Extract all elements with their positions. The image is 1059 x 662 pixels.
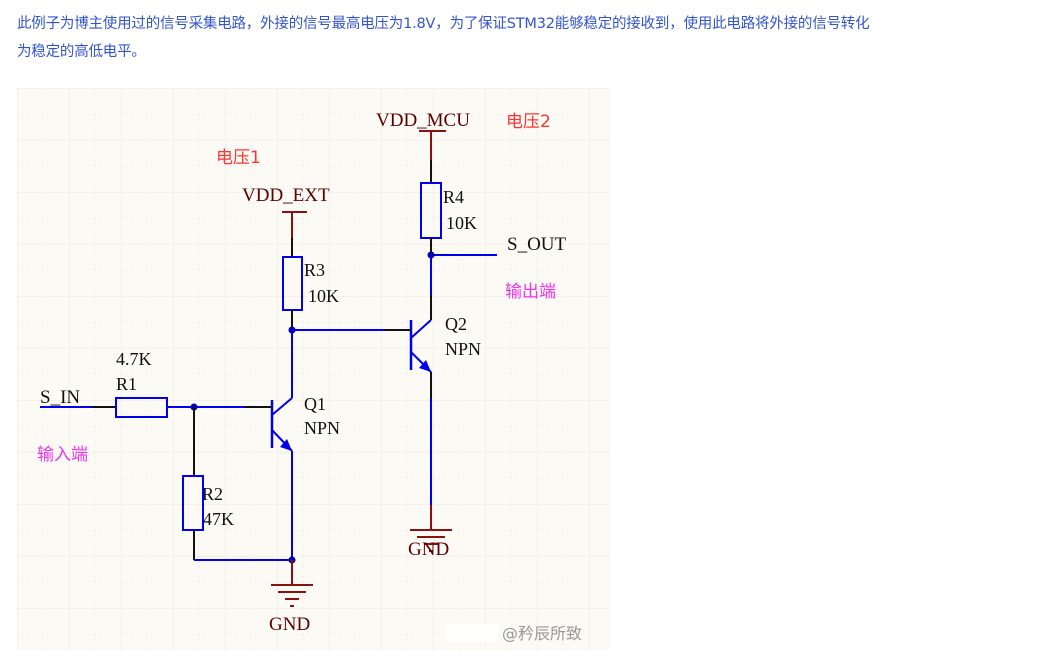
q1-ref: Q1 xyxy=(304,394,326,414)
transistor-q2 xyxy=(409,319,432,373)
r1-value: 4.7K xyxy=(116,349,152,369)
q2-type: NPN xyxy=(445,339,481,359)
r3-value: 10K xyxy=(308,286,339,306)
watermark: @矜辰所致 xyxy=(502,624,582,643)
ground-symbol-q2 xyxy=(410,505,452,552)
r3-ref: R3 xyxy=(304,260,325,280)
q1-type: NPN xyxy=(304,418,340,438)
voltage2-annotation: 电压2 xyxy=(506,112,551,132)
watermark-blur xyxy=(446,624,498,642)
r2-ref: R2 xyxy=(202,484,223,504)
s-out-label: S_OUT xyxy=(507,234,567,255)
r4-ref: R4 xyxy=(443,187,464,207)
s-in-label: S_IN xyxy=(40,387,80,408)
description-line-1: 此例子为博主使用过的信号采集电路，外接的信号最高电压为1.8V，为了保证STM3… xyxy=(17,16,870,32)
vdd-mcu-power-port xyxy=(419,130,446,183)
vdd-ext-label: VDD_EXT xyxy=(242,185,330,206)
gnd-label-2: GND xyxy=(408,539,449,560)
grid-background xyxy=(17,88,610,650)
input-annotation: 输入端 xyxy=(37,445,88,465)
q2-ref: Q2 xyxy=(445,314,467,334)
r2-value: 47K xyxy=(203,509,234,529)
gnd-label-1: GND xyxy=(269,614,310,635)
vdd-ext-power-port xyxy=(282,211,307,257)
output-annotation: 输出端 xyxy=(505,282,556,302)
vdd-mcu-label: VDD_MCU xyxy=(376,110,470,131)
ground-symbol-q1 xyxy=(271,560,313,607)
description-line-2: 为稳定的高低电平。 xyxy=(17,44,146,60)
circuit-schematic: VDD_MCU 电压2 电压1 VDD_EXT R4 10K S_OUT 输出端… xyxy=(17,88,610,650)
voltage1-annotation: 电压1 xyxy=(216,148,261,168)
r1-ref: R1 xyxy=(116,374,137,394)
r4-value: 10K xyxy=(446,213,477,233)
description-paragraph: 此例子为博主使用过的信号采集电路，外接的信号最高电压为1.8V，为了保证STM3… xyxy=(17,10,1057,66)
